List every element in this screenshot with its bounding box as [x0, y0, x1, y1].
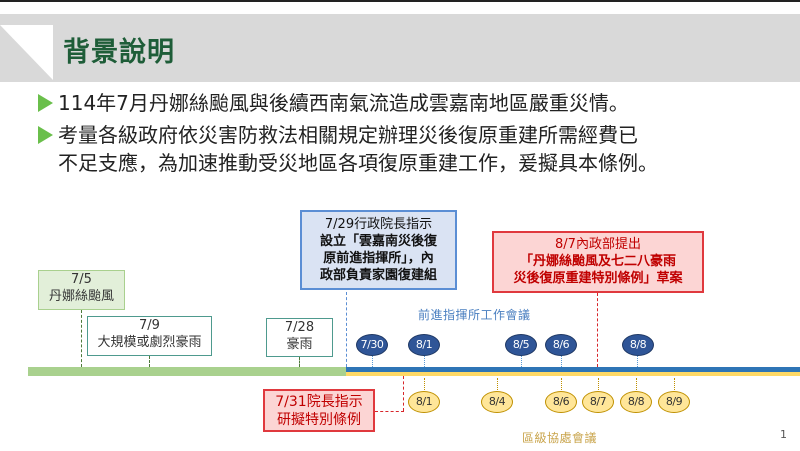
directive-box-8-7: 8/7內政部提出 「丹娜絲颱風及七二八豪雨 災後復原重建特別條例」草案: [492, 231, 704, 293]
directive-line: 原前進指揮所」，內: [323, 251, 434, 266]
connector-8-7: [597, 293, 598, 367]
command-meeting-oval: 7/30: [356, 334, 388, 356]
district-meeting-oval: 8/4: [481, 391, 513, 413]
connector-dot: [561, 378, 562, 390]
district-meeting-oval: 8/1: [408, 391, 440, 413]
header-corner-triangle: [0, 25, 53, 80]
timeline-bar-july: [28, 367, 346, 376]
directive-title: 7/31院長指示: [275, 394, 363, 410]
timeline-bar-district: [346, 372, 800, 376]
connector-dot: [521, 356, 522, 367]
connector-7-28: [299, 357, 300, 367]
district-meeting-oval: 8/9: [658, 391, 690, 413]
connector-7-29: [346, 292, 347, 367]
event-date: 7/5: [71, 272, 92, 287]
district-meeting-oval: 8/7: [582, 391, 614, 413]
event-box-7-28: 7/28 豪雨: [266, 318, 333, 357]
event-text: 丹娜絲颱風: [48, 289, 114, 304]
command-meeting-oval: 8/6: [545, 334, 577, 356]
connector-7-9: [149, 356, 150, 367]
bullet-arrow-icon: [38, 126, 53, 144]
connector-dot: [674, 378, 675, 390]
directive-title: 8/7內政部提出: [555, 237, 641, 252]
directive-line: 研擬特別條例: [277, 412, 361, 428]
connector-dot: [561, 356, 562, 367]
district-meetings-label: 區級協處會議: [522, 431, 598, 445]
event-text: 豪雨: [286, 337, 313, 352]
event-text: 大規模或劇烈豪雨: [97, 335, 202, 350]
connector-dot: [372, 356, 373, 367]
connector-7-31-horizontal: [375, 411, 404, 412]
event-box-7-5: 7/5 丹娜絲颱風: [38, 270, 125, 310]
timeline-bar-command-post: [346, 367, 800, 372]
bullet-2-text-line1: 考量各級政府依災害防救法相關規定辦理災後復原重建所需經費已: [58, 123, 638, 147]
event-box-7-9: 7/9 大規模或劇烈豪雨: [87, 316, 212, 356]
directive-box-7-29: 7/29行政院長指示 設立「雲嘉南災後復 原前進指揮所」，內 政部負責家園復建組: [300, 210, 457, 290]
header-band: [0, 14, 800, 82]
command-meeting-oval: 8/1: [408, 334, 440, 356]
connector-dot: [424, 356, 425, 367]
bullet-1: 114年7月丹娜絲颱風與後續西南氣流造成雲嘉南地區嚴重災情。: [38, 89, 629, 117]
bullet-2: 考量各級政府依災害防救法相關規定辦理災後復原重建所需經費已 不足支應，為加速推動…: [38, 121, 658, 177]
page-number: 1: [780, 428, 787, 441]
command-meeting-oval: 8/5: [505, 334, 537, 356]
district-meeting-oval: 8/6: [545, 391, 577, 413]
top-border-line: [0, 0, 800, 2]
district-meeting-oval: 8/8: [620, 391, 652, 413]
bullet-2-text-line2: 不足支應，為加速推動受災地區各項復原重建工作，爰擬具本條例。: [58, 151, 658, 175]
directive-line: 設立「雲嘉南災後復: [319, 234, 437, 249]
event-date: 7/9: [139, 318, 160, 333]
connector-dot: [637, 356, 638, 367]
directive-title: 7/29行政院長指示: [324, 217, 433, 232]
directive-line: 「丹娜絲颱風及七二八豪雨: [519, 254, 676, 269]
connector-dot: [497, 378, 498, 390]
bullet-1-text: 114年7月丹娜絲颱風與後續西南氣流造成雲嘉南地區嚴重災情。: [58, 91, 629, 115]
command-meeting-oval: 8/8: [622, 334, 654, 356]
connector-dot: [636, 378, 637, 390]
page-title: 背景說明: [63, 37, 175, 68]
directive-box-7-31: 7/31院長指示 研擬特別條例: [263, 389, 375, 432]
command-post-meetings-label: 前進指揮所工作會議: [418, 308, 531, 322]
event-date: 7/28: [284, 320, 315, 335]
connector-dot: [598, 378, 599, 390]
connector-dot: [424, 378, 425, 390]
bullet-arrow-icon: [38, 94, 53, 112]
connector-7-31-vertical: [403, 376, 404, 411]
connector-7-5: [81, 310, 82, 367]
directive-line: 政部負責家園復建組: [319, 268, 437, 283]
directive-line: 災後復原重建特別條例」草案: [513, 271, 683, 286]
